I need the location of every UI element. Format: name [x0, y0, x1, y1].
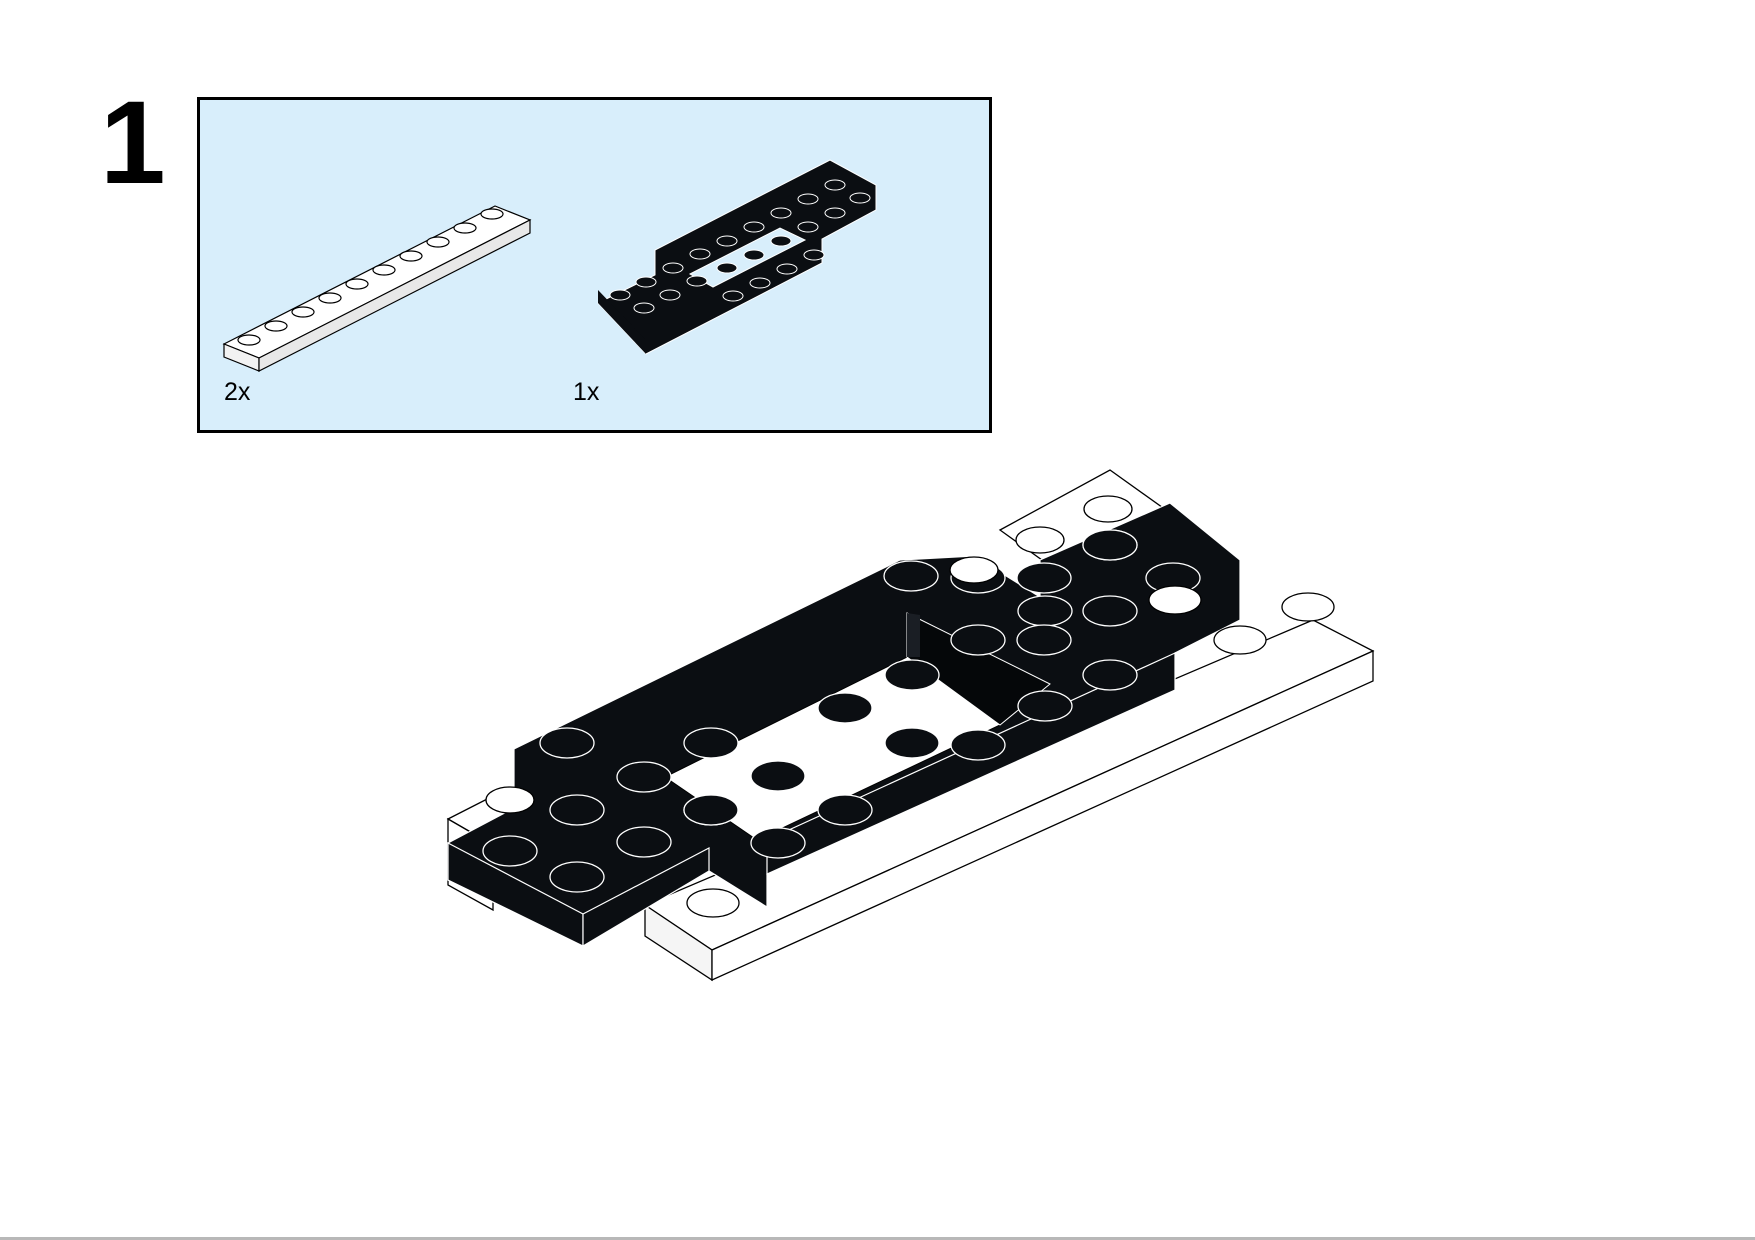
parts-callout-art: [222, 159, 877, 372]
page-bottom-rule: [0, 1237, 1755, 1240]
white-studs: [485, 495, 1335, 918]
step-number: 1: [100, 77, 166, 209]
white-plate-front: [643, 619, 1375, 982]
quantity-label-black-plate: 1x: [573, 378, 600, 406]
black-frame-plate-part: [597, 159, 877, 355]
white-plate-1x10-part: [222, 205, 532, 372]
parts-callout: 2x 1x: [197, 97, 992, 433]
black-studs: [482, 529, 1201, 893]
quantity-label-white-plate: 2x: [224, 378, 251, 406]
